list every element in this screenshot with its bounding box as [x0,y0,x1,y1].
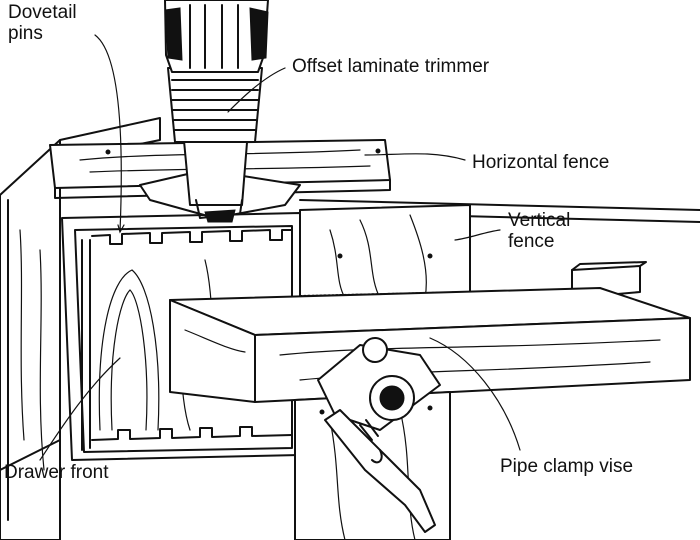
leader-vertical-fence [454,229,501,241]
pipe-clamp-vise [317,337,441,533]
leader-drawer-front [39,357,121,461]
workbench [0,117,700,540]
leader-pipe-clamp [429,337,521,451]
label-dovetail-pins: Dovetail pins [8,2,77,44]
label-pipe-clamp-vise: Pipe clamp vise [500,456,634,477]
leader-arrow-dovetail [117,224,125,234]
leader-lines [39,34,521,461]
vertical-fence [299,204,471,301]
leader-dovetail-pins [94,34,122,233]
label-offset-laminate-trimmer: Offset laminate trimmer [292,56,490,77]
label-vertical-fence: Vertical fence [508,210,571,252]
leader-horizontal-fence [364,153,466,161]
label-drawer-front: Drawer front [4,462,109,483]
label-horizontal-fence: Horizontal fence [472,152,610,173]
laminate-trimmer [139,0,301,223]
leader-trimmer [227,67,286,113]
